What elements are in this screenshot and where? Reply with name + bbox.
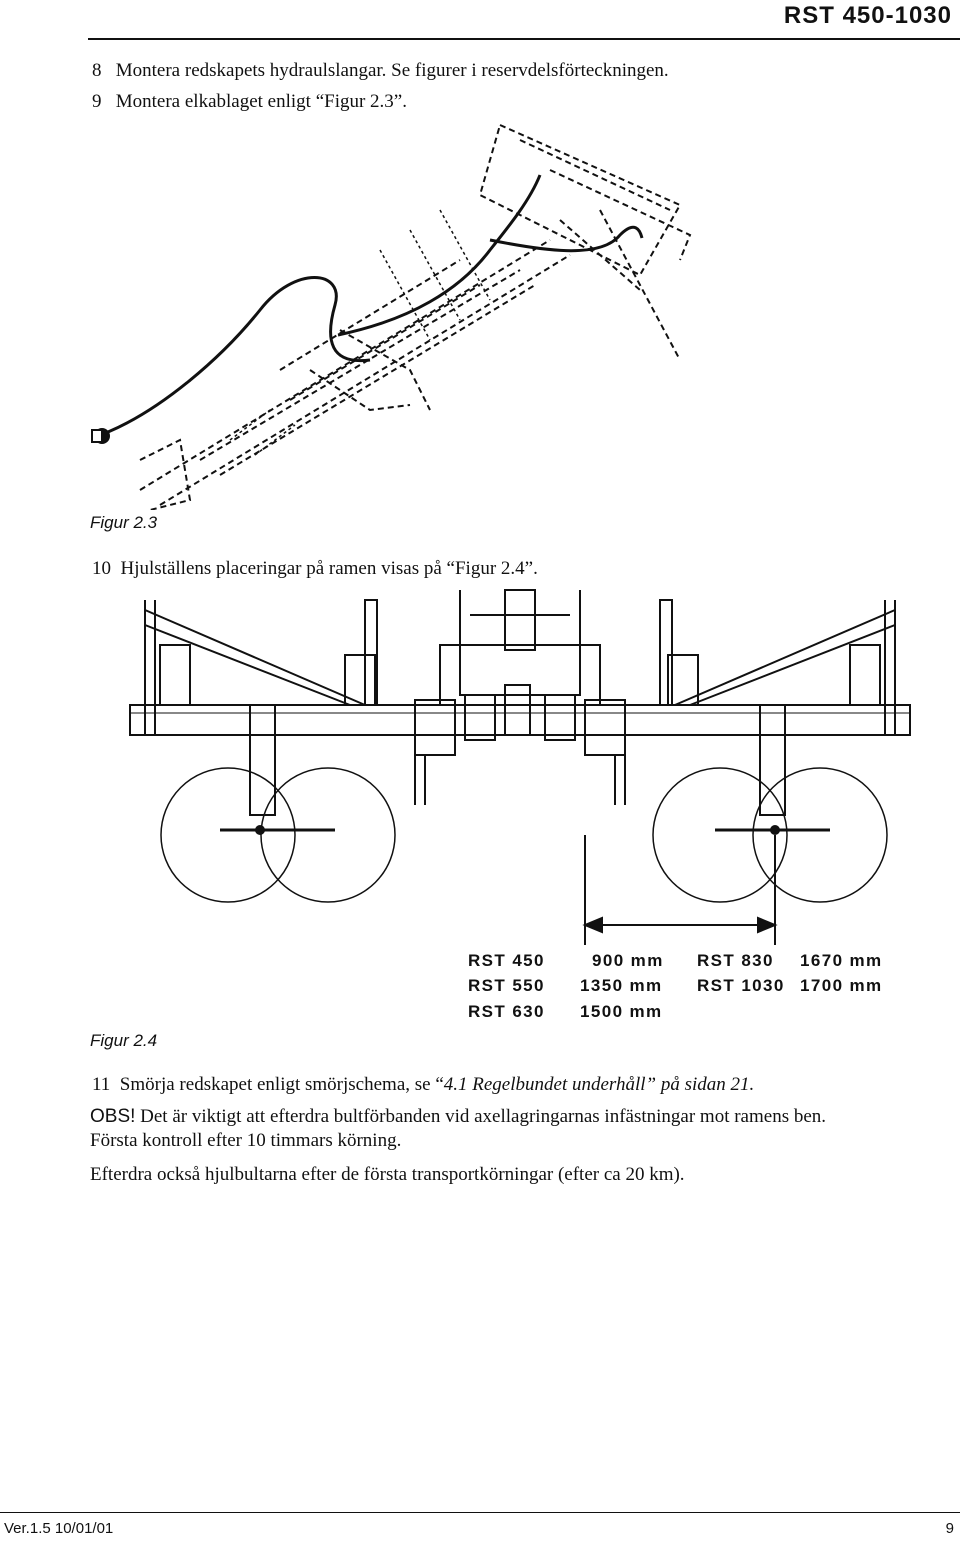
step-11: 11 Smörja redskapet enligt smörjschema, … [92, 1074, 754, 1096]
dimension-value: 1350 mm [580, 976, 663, 995]
dimension-value: 1500 mm [580, 1002, 663, 1021]
document-title: RST 450-1030 [783, 2, 952, 29]
model-label: RST 550 [468, 976, 545, 995]
footer-rule [0, 1512, 960, 1513]
page-number: 9 [945, 1520, 954, 1537]
model-label: RST 830 [697, 951, 774, 970]
obs-note-line-2: Första kontroll efter 10 timmars körning… [90, 1130, 402, 1151]
step-text: Smörja redskapet enligt smörjschema, se … [119, 1074, 444, 1095]
step-8: 8 Montera redskapets hydraulslangar. Se … [92, 60, 669, 82]
step-number: 8 [92, 60, 102, 81]
obs-text: Det är viktigt att efterdra bultförbande… [135, 1106, 827, 1127]
obs-note: OBS! Det är viktigt att efterdra bultför… [90, 1106, 826, 1128]
wheels [160, 767, 888, 903]
step-number: 10 [92, 558, 111, 579]
obs-label: OBS! [90, 1106, 136, 1127]
figure-2-4-frame-drawing [129, 589, 911, 945]
figure-2-4-caption: Figur 2.4 [90, 1031, 158, 1050]
wheel-left-outer [160, 767, 296, 903]
wheel-right-inner [652, 767, 788, 903]
dimension-arrow [582, 835, 778, 945]
cross-reference-link[interactable]: 4.1 Regelbundet underhåll” på sidan 21. [443, 1074, 755, 1095]
step-number: 9 [92, 91, 102, 112]
step-10: 10 Hjulställens placeringar på ramen vis… [92, 558, 538, 580]
footer-version: Ver.1.5 10/01/01 [4, 1520, 114, 1537]
step-9: 9 Montera elkablaget enligt “Figur 2.3”. [92, 91, 407, 113]
step-text: Montera elkablaget enligt “Figur 2.3”. [115, 91, 407, 112]
step-text: Hjulställens placeringar på ramen visas … [120, 558, 538, 579]
dimension-value: 1700 mm [800, 976, 883, 995]
model-label: RST 1030 [697, 976, 785, 995]
figure-2-3-caption: Figur 2.3 [90, 513, 158, 532]
dimension-value: 900 mm [592, 951, 664, 970]
step-text: Montera redskapets hydraulslangar. Se fi… [115, 60, 669, 81]
figure-2-3-harness-drawing [91, 123, 692, 510]
header-rule [88, 38, 960, 40]
dimension-value: 1670 mm [800, 951, 883, 970]
wheel-left-inner [260, 767, 396, 903]
wheel-right-outer [752, 767, 888, 903]
model-label: RST 630 [468, 1002, 545, 1021]
step-number: 11 [92, 1074, 111, 1095]
plug-connector [91, 428, 110, 444]
wheel-bolt-note: Efterdra också hjulbultarna efter de för… [90, 1164, 685, 1185]
model-label: RST 450 [468, 951, 545, 970]
